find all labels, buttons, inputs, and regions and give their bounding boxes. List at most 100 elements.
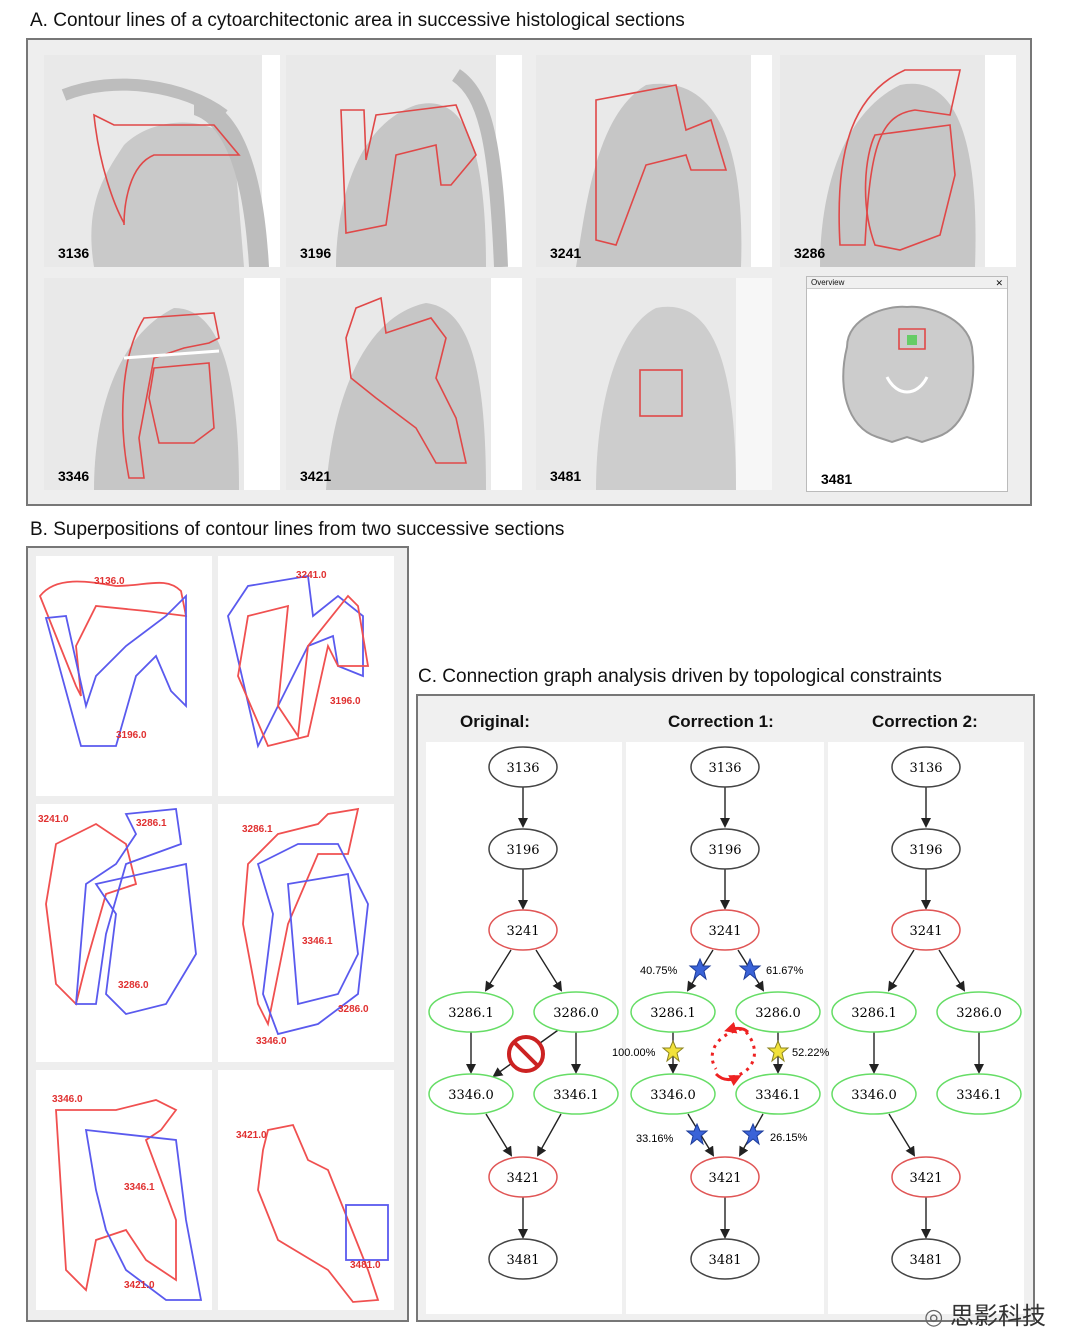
section-tile-3241: 3241 [536,55,772,267]
superposition-tile-4: 3286.1 3346.1 3286.0 3346.0 [218,804,394,1062]
histology-image [536,278,772,490]
watermark-text: 思影科技 [950,1303,1046,1330]
node-3421[interactable] [690,1156,760,1198]
column-title-correction-2: Correction 2: [872,712,978,731]
node-3421[interactable] [488,1156,558,1198]
node-3481[interactable] [690,1238,760,1280]
red-contour-label: 3136.0 [94,576,125,587]
contour-overlay: 3136.0 3196.0 [38,576,188,747]
blue-contour-label: 3346.1 [302,936,333,947]
node-label: 3421 [506,1171,539,1186]
node-label: 3196 [708,843,741,858]
node-3196[interactable] [891,828,961,870]
node-3241[interactable] [891,909,961,951]
star-icon [738,957,762,981]
histology-image [286,55,522,267]
node-3286-1[interactable] [630,991,716,1033]
node-label: 3241 [708,924,741,939]
connection-graph: 3136 3196 3241 3286.1 3286.0 3346.0 3346… [426,742,1024,1314]
node-3481[interactable] [488,1238,558,1280]
node-3421[interactable] [891,1156,961,1198]
superposition-tile-2: 3241.0 3196.0 [218,556,394,796]
section-tile-3481: 3481 [536,278,772,490]
node-3346-0[interactable] [428,1073,514,1115]
node-label: 3481 [506,1253,539,1268]
node-3481[interactable] [891,1238,961,1280]
column-title-original: Original: [460,712,530,731]
contour-overlay: 3241.0 3196.0 [227,570,370,749]
cycle-arrow-top [724,1021,750,1034]
node-label: 3136 [909,761,942,776]
forbidden-icon [507,1035,545,1073]
contour-overlay: 3241.0 3286.1 3286.0 [38,808,197,1015]
node-label: 3421 [708,1171,741,1186]
node-3346-1[interactable] [735,1073,821,1115]
node-label: 3136 [708,761,741,776]
section-label: 3136 [58,245,90,261]
node-label: 3241 [506,924,539,939]
node-3346-1[interactable] [533,1073,619,1115]
node-label: 3286.0 [755,1006,801,1021]
node-label: 3286.1 [851,1006,897,1021]
node-3136[interactable] [690,746,760,788]
section-tile-3286: 3286 [780,55,1016,267]
star-icon [685,1122,709,1146]
histology-image [44,278,280,490]
node-label: 3241 [909,924,942,939]
node-label: 3196 [506,843,539,858]
node-3286-0[interactable] [533,991,619,1033]
red-contour-label: 3241.0 [38,814,69,825]
graph-correction-2: 3136 3196 3241 3286.1 3286.0 3346.0 3346… [831,746,1022,1280]
node-label: 3346.0 [650,1088,696,1103]
section-label: 3421 [300,468,332,484]
section-tile-3196: 3196 [286,55,522,267]
node-3136[interactable] [488,746,558,788]
node-label: 3286.1 [650,1006,696,1021]
node-label: 3346.1 [956,1088,1002,1103]
node-label: 3286.0 [553,1006,599,1021]
node-3136[interactable] [891,746,961,788]
percentage-label: 100.00% [612,1047,656,1059]
star-icon [741,1122,765,1146]
star-icon [688,957,712,981]
node-3196[interactable] [690,828,760,870]
node-label: 3286.1 [448,1006,494,1021]
node-label: 3136 [506,761,539,776]
percentage-label: 52.22% [792,1047,830,1059]
node-3346-1[interactable] [936,1073,1022,1115]
red-contour-label: 3346.0 [52,1094,83,1105]
histology-image [286,278,522,490]
panel-a-title: A. Contour lines of a cytoarchitectonic … [30,10,685,31]
overview-title: Overview [811,278,845,287]
node-3286-1[interactable] [428,991,514,1033]
node-label: 3196 [909,843,942,858]
column-title-correction-1: Correction 1: [668,712,774,731]
node-3241[interactable] [488,909,558,951]
percentage-label: 61.67% [766,965,804,977]
histology-image [44,55,280,267]
extra-contour-label: 3421.0 [124,1280,155,1291]
star-icon [661,1039,685,1063]
blue-contour-label: 3481.0 [350,1260,381,1271]
percentage-label: 33.16% [636,1133,674,1145]
cycle-arrow-bottom [714,1072,742,1086]
blue-contour-label: 3241.0 [296,570,327,581]
node-label: 3346.0 [448,1088,494,1103]
red-contour-label: 3196.0 [330,696,361,707]
node-3286-0[interactable] [735,991,821,1033]
blue-contour-label: 3286.1 [136,818,167,829]
superposition-tile-3: 3241.0 3286.1 3286.0 [36,804,212,1062]
node-label: 3346.0 [851,1088,897,1103]
histology-image [536,55,772,267]
node-3346-0[interactable] [630,1073,716,1115]
node-3241[interactable] [690,909,760,951]
section-label: 3286 [794,245,826,261]
node-3346-0[interactable] [831,1073,917,1115]
node-label: 3286.0 [956,1006,1002,1021]
node-3286-1[interactable] [831,991,917,1033]
node-3286-0[interactable] [936,991,1022,1033]
extra-contour-label: 3286.0 [338,1004,369,1015]
node-3196[interactable] [488,828,558,870]
superposition-tile-5: 3346.0 3346.1 3421.0 [36,1070,212,1310]
close-icon[interactable]: ✕ [995,278,1003,288]
